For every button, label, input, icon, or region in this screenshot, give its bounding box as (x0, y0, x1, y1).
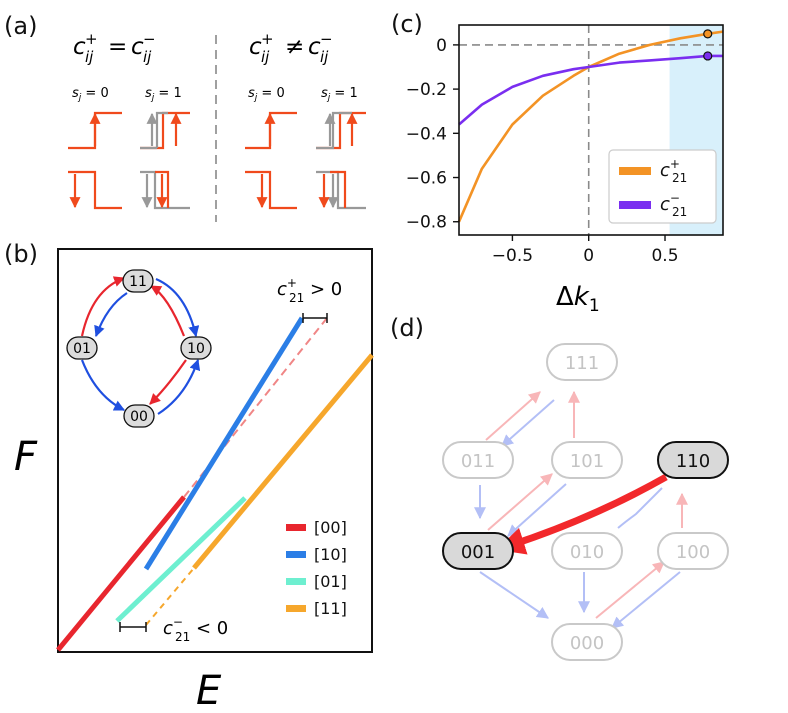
node-001: 001 (442, 532, 514, 570)
svg-text:c: c (131, 34, 144, 60)
annotation-pos: c+21 > 0 (277, 276, 342, 323)
y-tick-label: −0.4 (406, 124, 447, 144)
chart-frame (458, 24, 724, 236)
svg-text:ij: ij (143, 48, 152, 66)
state-node-00: 00 (123, 404, 155, 428)
axis-label-E: E (196, 668, 222, 713)
svg-text:≠: ≠ (285, 34, 304, 60)
svg-text:sj = 0: sj = 0 (248, 86, 285, 103)
legend-item-01: [01] (286, 572, 347, 591)
state-network-arrows (474, 390, 688, 629)
legend-label-plus: c+21 (660, 157, 687, 185)
state-node-01: 01 (66, 336, 98, 360)
series-marker-plus (703, 29, 713, 39)
legend-label-minus: c−21 (660, 191, 687, 219)
x-tick-label: 0 (583, 246, 594, 266)
svg-text:000: 000 (570, 633, 604, 654)
panel-d-label: (d) (390, 314, 424, 342)
panel-a: (a) c ij + = c ij − c ij + ≠ c ij − sj =… (4, 12, 366, 222)
state-network-nodes: 111 011 101 110 001 010 (442, 343, 729, 661)
svg-text:[10]: [10] (314, 545, 347, 564)
axis-label-F: F (14, 434, 38, 480)
svg-text:010: 010 (570, 542, 604, 563)
node-010: 010 (551, 532, 623, 570)
svg-text:[11]: [11] (314, 599, 347, 618)
svg-text:00: 00 (130, 409, 148, 425)
svg-text:011: 011 (461, 451, 495, 472)
y-tick-label: −0.8 (406, 213, 447, 233)
state-node-10: 10 (180, 336, 212, 360)
x-tick-label: −0.5 (492, 246, 533, 266)
svg-text:11: 11 (129, 274, 147, 290)
energy-lines (56, 316, 374, 652)
panel-a-label: (a) (4, 12, 37, 40)
panel-d: (d) 111 011 (390, 314, 729, 661)
node-110: 110 (657, 441, 729, 479)
svg-text:001: 001 (461, 542, 495, 563)
series-marker-minus (703, 51, 713, 61)
node-100: 100 (657, 532, 729, 570)
legend-item-00: [00] (286, 518, 347, 537)
svg-text:sj = 1: sj = 1 (321, 86, 358, 103)
svg-text:sj = 0: sj = 0 (72, 86, 109, 103)
svg-text:sj = 1: sj = 1 (145, 86, 182, 103)
node-011: 011 (442, 441, 514, 479)
svg-text:111: 111 (565, 353, 599, 374)
svg-text:c+21 > 0: c+21 > 0 (277, 276, 342, 305)
annotation-neg: c−21 < 0 (119, 615, 228, 644)
x-tick-label: 0.5 (651, 246, 678, 266)
svg-text:−: − (320, 30, 333, 48)
svg-text:101: 101 (570, 451, 604, 472)
svg-text:c: c (308, 34, 321, 60)
series-line-minus (458, 54, 723, 126)
y-tick-label: −0.6 (406, 169, 447, 189)
svg-text:−: − (143, 30, 156, 48)
legend-item-10: [10] (286, 545, 347, 564)
svg-text:=: = (108, 34, 127, 60)
node-111: 111 (546, 343, 618, 381)
equation-right: c ij + ≠ c ij − (249, 30, 333, 66)
svg-text:01: 01 (73, 341, 91, 357)
line-01 (115, 496, 247, 623)
panel-b-label: (b) (4, 240, 38, 268)
svg-text:[01]: [01] (314, 572, 347, 591)
transition-arrow (496, 473, 668, 555)
state-node-11: 11 (122, 269, 154, 293)
line-10 (143, 316, 305, 571)
svg-text:[00]: [00] (314, 518, 347, 537)
line-11-dashed (145, 567, 195, 626)
svg-text:c: c (249, 34, 262, 60)
legend-swatch-minus (619, 201, 651, 209)
line-11 (192, 353, 374, 570)
state-graph: 11 01 10 00 (66, 269, 212, 428)
panel-c: (c) −0.5 0 0.5 0 −0.2 −0.4 −0.6 −0.8 c+21 c−21 Δk… (391, 10, 724, 316)
svg-text:ij: ij (261, 48, 270, 66)
sj-labels: sj = 0 sj = 1 sj = 0 sj = 1 (72, 86, 358, 103)
svg-text:ij: ij (320, 48, 329, 66)
svg-text:ij: ij (85, 48, 94, 66)
line-00 (56, 495, 186, 652)
y-tick-label: −0.2 (406, 80, 447, 100)
y-tick-label: 0 (436, 36, 447, 56)
chart-c: −0.5 0 0.5 0 −0.2 −0.4 −0.6 −0.8 c+21 c−21 (406, 24, 724, 266)
equation-left: c ij + = c ij − (73, 30, 156, 66)
legend-swatch-plus (619, 167, 651, 175)
svg-text:+: + (261, 30, 274, 48)
panel-c-label: (c) (391, 10, 423, 38)
node-101: 101 (551, 441, 623, 479)
svg-text:+: + (85, 30, 98, 48)
svg-text:100: 100 (676, 542, 710, 563)
node-000: 000 (551, 623, 623, 661)
svg-text:110: 110 (676, 451, 710, 472)
legend-item-11: [11] (286, 599, 347, 618)
step-diagrams (68, 111, 366, 210)
svg-text:c−21 < 0: c−21 < 0 (163, 615, 228, 644)
panel-b-legend: [00] [10] [01] [11] (286, 518, 347, 618)
panel-b: (b) c+21 > 0 c−21 < 0 F E (4, 240, 374, 713)
chart-xlabel: Δk1 (556, 282, 600, 316)
svg-text:10: 10 (187, 341, 205, 357)
panel-b-frame (57, 248, 373, 653)
svg-text:c: c (73, 34, 86, 60)
